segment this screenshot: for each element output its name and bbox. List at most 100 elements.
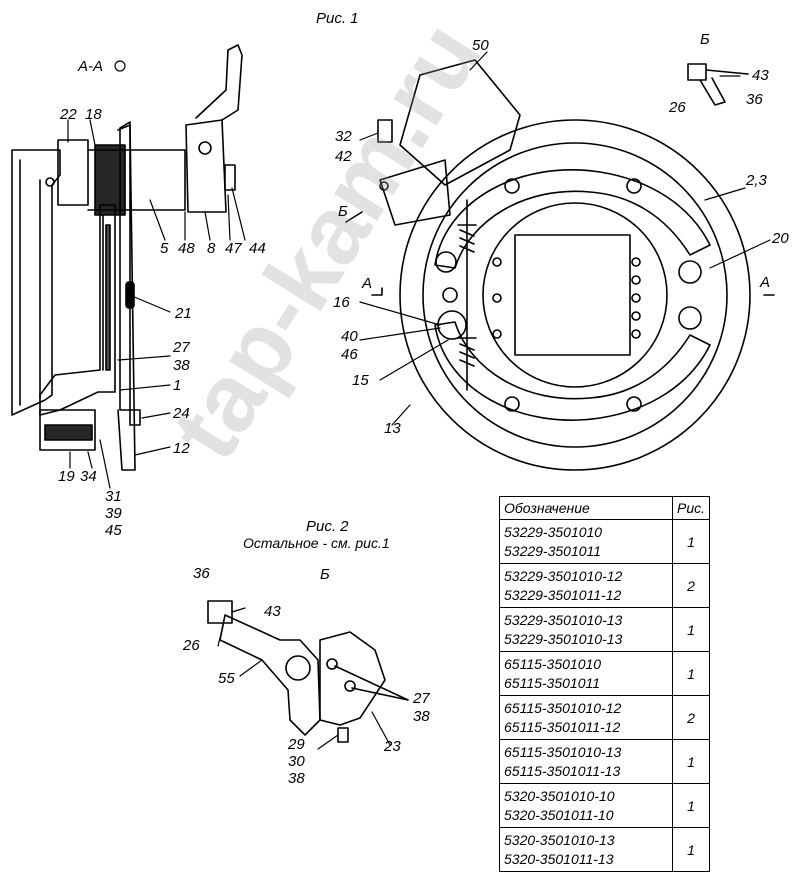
- fig2-callout-29: 29: [288, 736, 305, 753]
- detail-nut: [687, 63, 707, 81]
- callout-27: 27: [173, 339, 190, 356]
- callout-45: 45: [105, 522, 122, 539]
- chamber-mount: [379, 159, 451, 226]
- bolt-hole: [442, 287, 458, 303]
- figure-cell: 1: [672, 739, 710, 784]
- callout-46: 46: [341, 346, 358, 363]
- hub-stud: [492, 293, 502, 303]
- callout-43: 43: [752, 67, 769, 84]
- figure-2-subtitle: Остальное - см. рис.1: [243, 535, 390, 551]
- detail-bolt: [699, 77, 726, 106]
- chamber-bolt: [379, 181, 389, 191]
- anchor-pin-19: [39, 409, 96, 451]
- dust-shield-12: [117, 124, 136, 471]
- figure-cell: 2: [672, 695, 710, 740]
- section-marker-a-left: А: [362, 275, 373, 292]
- bolt-hole: [504, 178, 520, 194]
- hub-stud: [631, 293, 641, 303]
- front-view: [345, 59, 775, 471]
- fig2-callout-36: 36: [193, 565, 210, 582]
- hub-stud: [631, 257, 641, 267]
- fig2-callout-55: 55: [218, 670, 235, 687]
- header-designation: Обозначение: [499, 496, 673, 520]
- figure-cell: 1: [672, 827, 710, 872]
- callout-21: 21: [175, 305, 192, 322]
- figure-cell: 1: [672, 607, 710, 652]
- callout-24: 24: [173, 405, 190, 422]
- callout-12: 12: [173, 440, 190, 457]
- section-marker-circle: [114, 60, 126, 72]
- adjusting-lever-8: [185, 119, 227, 213]
- callout-16: 16: [333, 294, 350, 311]
- callout-31: 31: [105, 488, 122, 505]
- figure-cell: 2: [672, 563, 710, 608]
- nut-24: [129, 409, 141, 426]
- callout-47: 47: [225, 240, 242, 257]
- view-label-b-main: Б: [338, 203, 348, 220]
- section-marker-a-right: А: [760, 274, 771, 291]
- hub-stud: [492, 329, 502, 339]
- callout-39: 39: [105, 505, 122, 522]
- figure-cell: 1: [672, 651, 710, 696]
- callout-2-3: 2,3: [746, 172, 767, 189]
- fig2-bolt: [326, 658, 338, 670]
- hub-stud: [631, 311, 641, 321]
- callout-15: 15: [352, 372, 369, 389]
- figure-2-view: [207, 600, 409, 743]
- callout-1: 1: [173, 377, 182, 394]
- leader-lines: [67, 51, 771, 750]
- detail-leader-43: [705, 69, 749, 75]
- callout-22: 22: [60, 106, 77, 123]
- drum-outer-rim: [399, 119, 751, 471]
- bolt-hole: [626, 178, 642, 194]
- callout-20: 20: [772, 230, 789, 247]
- fig2-nut-29: [337, 727, 349, 743]
- detail-view-b: [687, 63, 749, 106]
- backing-plate-1: [39, 204, 116, 416]
- fig2-bracket-23: [319, 631, 386, 726]
- brake-shoe-lower: [434, 321, 711, 421]
- anchor-pin-16: [437, 310, 467, 340]
- fig2-callout-27: 27: [413, 690, 430, 707]
- anchor-pin-upper: [435, 251, 457, 273]
- callout-19: 19: [58, 468, 75, 485]
- drum-inner-wall: [19, 159, 41, 406]
- lever-hub: [198, 141, 212, 155]
- callout-40: 40: [341, 328, 358, 345]
- hub-opening: [514, 234, 631, 356]
- callout-5: 5: [160, 240, 169, 257]
- anchor-pin-lower: [678, 306, 702, 330]
- section-view-a-a: [11, 44, 243, 471]
- fig2-bolt: [344, 680, 356, 692]
- brake-chamber-50: [399, 59, 521, 186]
- drum-inner-rim: [422, 142, 728, 448]
- fig2-callout-38a: 38: [413, 708, 430, 725]
- brake-shoe-upper: [434, 169, 711, 269]
- rivet: [45, 177, 55, 187]
- hub-stud: [631, 275, 641, 285]
- shaft-hatch: [94, 144, 126, 216]
- view-label-b-detail: Б: [700, 31, 710, 48]
- lever-arm: [195, 44, 243, 121]
- figure-2-title: Рис. 2: [306, 518, 349, 535]
- section-label: А-А: [78, 58, 104, 75]
- fig2-hub: [285, 655, 311, 681]
- fig2-leader-27: [334, 665, 409, 701]
- drum-housing: [11, 149, 61, 416]
- fig2-lever-55: [219, 614, 321, 736]
- callout-36: 36: [746, 91, 763, 108]
